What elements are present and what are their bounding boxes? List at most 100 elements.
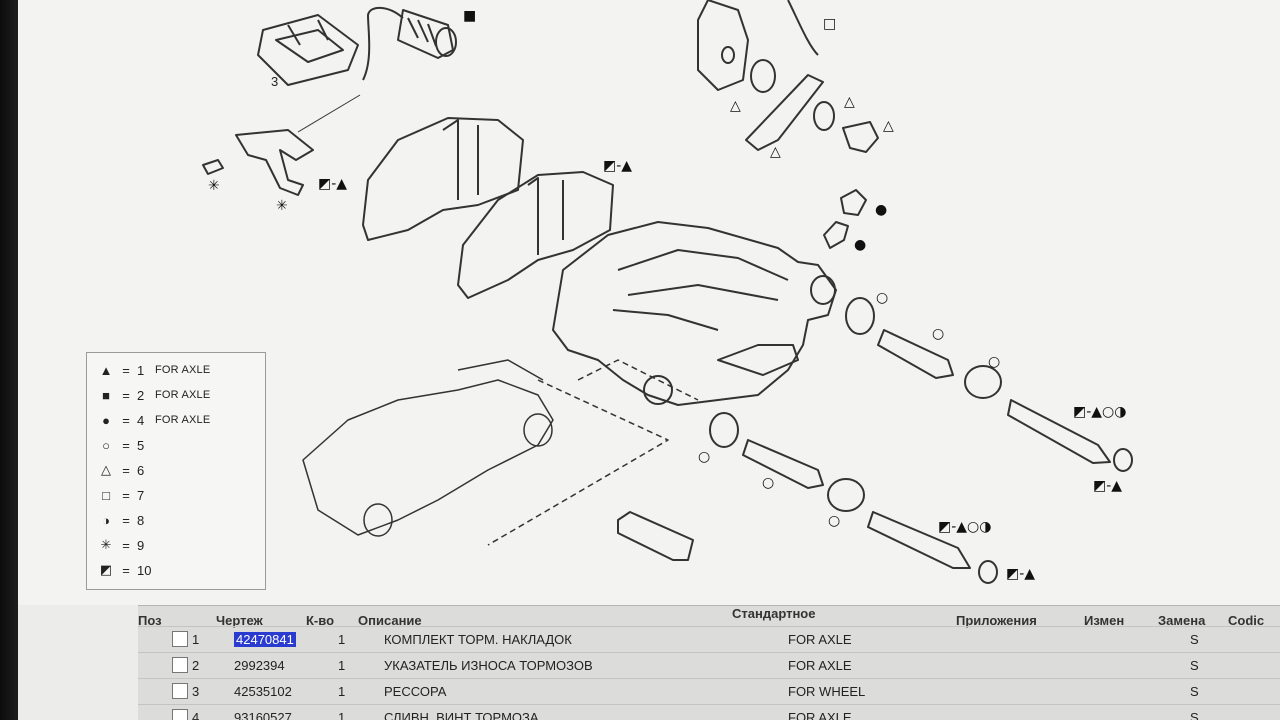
legend-value: 1 — [137, 362, 145, 378]
table-header: Поз Чертеж К-во Описание Стандартное При… — [138, 606, 1280, 628]
legend-symbol: △ — [101, 462, 111, 477]
marker-sensor: ■ — [463, 8, 476, 24]
cell-drawing[interactable]: 2992394 — [234, 658, 285, 673]
legend-symbol: ▲ — [99, 362, 113, 378]
marker-tri-2: △ — [770, 144, 781, 160]
marker-pin-upper-b: ◩-▲ — [1093, 478, 1122, 494]
col-drawing[interactable]: Чертеж — [216, 613, 263, 628]
marker-dot-1: ● — [875, 202, 887, 218]
legend-equals: = — [122, 537, 130, 553]
pad-spring-clip — [257, 14, 359, 86]
legend-value: 9 — [137, 537, 145, 553]
marker-circ-3: ○ — [988, 354, 1000, 370]
legend-row: ○=5 — [97, 434, 155, 456]
marker-pin-lower-b: ◩-▲ — [1006, 566, 1035, 582]
cell-drawing[interactable]: 93160527 — [234, 710, 292, 720]
marker-pad-left: ◩-▲ — [318, 176, 347, 192]
legend-equals: = — [122, 562, 130, 578]
table-row[interactable]: 4 93160527 1 СЛИВН. ВИНТ ТОРМОЗА FOR AXLE S — [138, 704, 1280, 720]
adjuster-lever — [697, 0, 879, 153]
marker-tri-3: △ — [844, 94, 855, 110]
caliper-carrier — [302, 359, 699, 546]
cell-drawing[interactable]: 42535102 — [234, 684, 292, 699]
row-checkbox[interactable] — [172, 657, 188, 673]
cell-standard: FOR AXLE — [788, 710, 852, 720]
cell-desc: УКАЗАТЕЛЬ ИЗНОСА ТОРМОЗОВ — [384, 658, 593, 673]
legend-text: FOR AXLE — [155, 414, 211, 426]
cell-qty: 1 — [338, 632, 346, 647]
legend-row: ◑=8 — [97, 509, 155, 531]
brake-pad-left — [362, 117, 524, 241]
marker-circ-4: ○ — [698, 449, 710, 465]
legend-text: FOR AXLE — [155, 364, 211, 376]
wear-sensor — [362, 6, 457, 81]
marker-circ-1: ○ — [876, 290, 888, 306]
legend-value: 5 — [137, 437, 145, 453]
row-checkbox[interactable] — [172, 631, 188, 647]
marker-circ-2: ○ — [932, 326, 944, 342]
cell-standard: FOR AXLE — [788, 658, 852, 673]
legend-value: 7 — [137, 487, 145, 503]
col-app[interactable]: Приложения — [956, 613, 1037, 628]
col-repl[interactable]: Замена — [1158, 613, 1206, 628]
marker-dot-2: ● — [854, 237, 866, 253]
legend-equals: = — [122, 387, 130, 403]
legend-symbol: ● — [102, 412, 110, 428]
legend-equals: = — [122, 437, 130, 453]
marker-circ-5: ○ — [762, 475, 774, 491]
marker-pad-right: ◩-▲ — [603, 158, 632, 174]
legend-symbol: ✳ — [100, 537, 112, 552]
marker-screw-2: ✳ — [276, 198, 288, 214]
cell-qty: 1 — [338, 710, 346, 720]
cell-standard: FOR AXLE — [788, 632, 852, 647]
marker-circ-6: ○ — [828, 513, 840, 529]
col-codice[interactable]: Codic — [1228, 613, 1265, 628]
cell-pos: 4 — [192, 710, 200, 720]
cell-drawing[interactable]: 42470841 — [234, 632, 296, 647]
col-desc[interactable]: Описание — [358, 613, 422, 628]
legend-row: □=7 — [97, 484, 155, 506]
cell-pos: 2 — [192, 658, 200, 673]
legend-row: ◩=10 — [97, 559, 155, 581]
guide-pin-upper — [845, 297, 1133, 472]
legend-value: 4 — [137, 412, 145, 428]
cell-qty: 1 — [338, 684, 346, 699]
marker-spring: □ — [823, 16, 836, 32]
legend-equals: = — [122, 512, 130, 528]
legend-symbol: ■ — [102, 387, 110, 403]
row-checkbox[interactable] — [172, 683, 188, 699]
cell-pos: 1 — [192, 632, 200, 647]
cell-repl: S — [1190, 710, 1199, 720]
marker-pin-upper: ◩-▲○◑ — [1073, 404, 1126, 420]
brake-pad-right — [457, 171, 614, 299]
legend-equals: = — [122, 462, 130, 478]
anti-rattle-spring — [202, 129, 314, 196]
col-change[interactable]: Измен — [1084, 613, 1125, 628]
marker-tri-1: △ — [730, 98, 741, 114]
col-standard[interactable]: Стандартное — [732, 606, 816, 621]
table-row[interactable]: 1 42470841 1 КОМПЛЕКТ ТОРМ. НАКЛАДОК FOR AXL… — [138, 626, 1280, 652]
screen: 3 — [18, 0, 1280, 720]
legend-symbol: ◩ — [99, 562, 113, 577]
cell-repl: S — [1190, 658, 1199, 673]
brake-caliper-drawing: 3 — [202, 0, 1133, 584]
row-checkbox[interactable] — [172, 709, 188, 720]
cell-desc: РЕССОРА — [384, 684, 447, 699]
col-pos[interactable]: Поз — [138, 613, 162, 628]
cell-desc: СЛИВН. ВИНТ ТОРМОЗА — [384, 710, 539, 720]
legend-symbol: □ — [102, 487, 110, 503]
grease-tube — [617, 511, 694, 561]
cell-desc: КОМПЛЕКТ ТОРМ. НАКЛАДОК — [384, 632, 572, 647]
cell-pos: 3 — [192, 684, 200, 699]
marker-tri-4: △ — [883, 118, 894, 134]
marker-pin-lower: ◩-▲○◑ — [938, 519, 991, 535]
col-qty[interactable]: К-во — [306, 613, 335, 628]
legend-value: 6 — [137, 462, 145, 478]
guide-pin-lower — [709, 412, 998, 584]
